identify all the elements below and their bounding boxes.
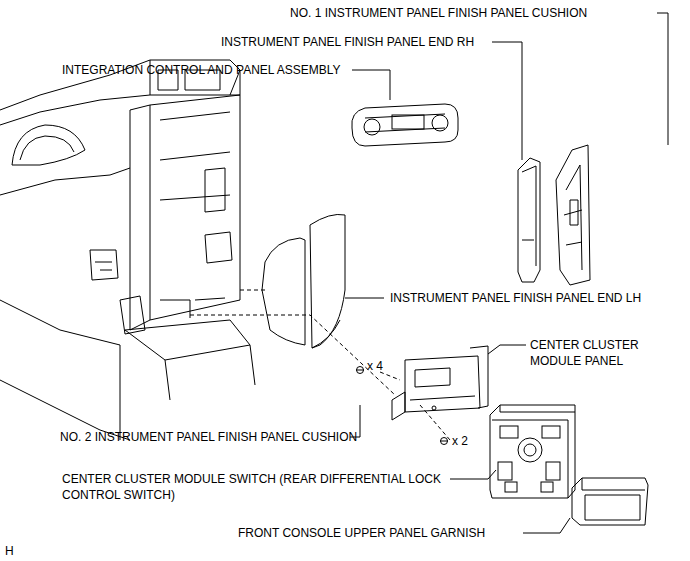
leader-line bbox=[488, 345, 526, 354]
part-label: CENTER CLUSTER MODULE PANEL bbox=[530, 337, 660, 369]
leader-line bbox=[523, 518, 570, 533]
part-label: INSTRUMENT PANEL FINISH PANEL END LH bbox=[390, 290, 641, 306]
leader-line bbox=[352, 70, 390, 100]
center-cluster-module-switch bbox=[490, 405, 575, 498]
finish-panel-end-rh bbox=[518, 158, 540, 282]
center-cluster-module-panel bbox=[392, 346, 488, 420]
figure-id: H bbox=[5, 543, 14, 559]
finish-panel-end-lh bbox=[262, 214, 345, 348]
part-label: CENTER CLUSTER MODULE SWITCH (REAR DIFFE… bbox=[62, 471, 447, 503]
front-console-garnish bbox=[572, 478, 648, 525]
part-label: INSTRUMENT PANEL FINISH PANEL END RH bbox=[221, 34, 474, 50]
leader-line bbox=[345, 298, 384, 299]
alignment-line bbox=[190, 290, 450, 440]
part-label: NO. 2 INSTRUMENT PANEL FINISH PANEL CUSH… bbox=[60, 429, 357, 445]
panel-cushion-no1 bbox=[556, 145, 590, 285]
part-label: INTEGRATION CONTROL AND PANEL ASSEMBLY bbox=[62, 62, 341, 78]
leader-line bbox=[492, 42, 522, 160]
leader-line bbox=[450, 470, 496, 479]
dashboard-sketch bbox=[0, 60, 255, 440]
leader-line bbox=[657, 13, 668, 145]
screw bbox=[356, 367, 448, 445]
integration-control-panel bbox=[352, 104, 458, 146]
part-label: NO. 1 INSTRUMENT PANEL FINISH PANEL CUSH… bbox=[290, 5, 587, 21]
part-label: FRONT CONSOLE UPPER PANEL GARNISH bbox=[238, 525, 485, 541]
quantity-label: x 2 bbox=[452, 433, 468, 449]
quantity-label: x 4 bbox=[367, 358, 383, 374]
